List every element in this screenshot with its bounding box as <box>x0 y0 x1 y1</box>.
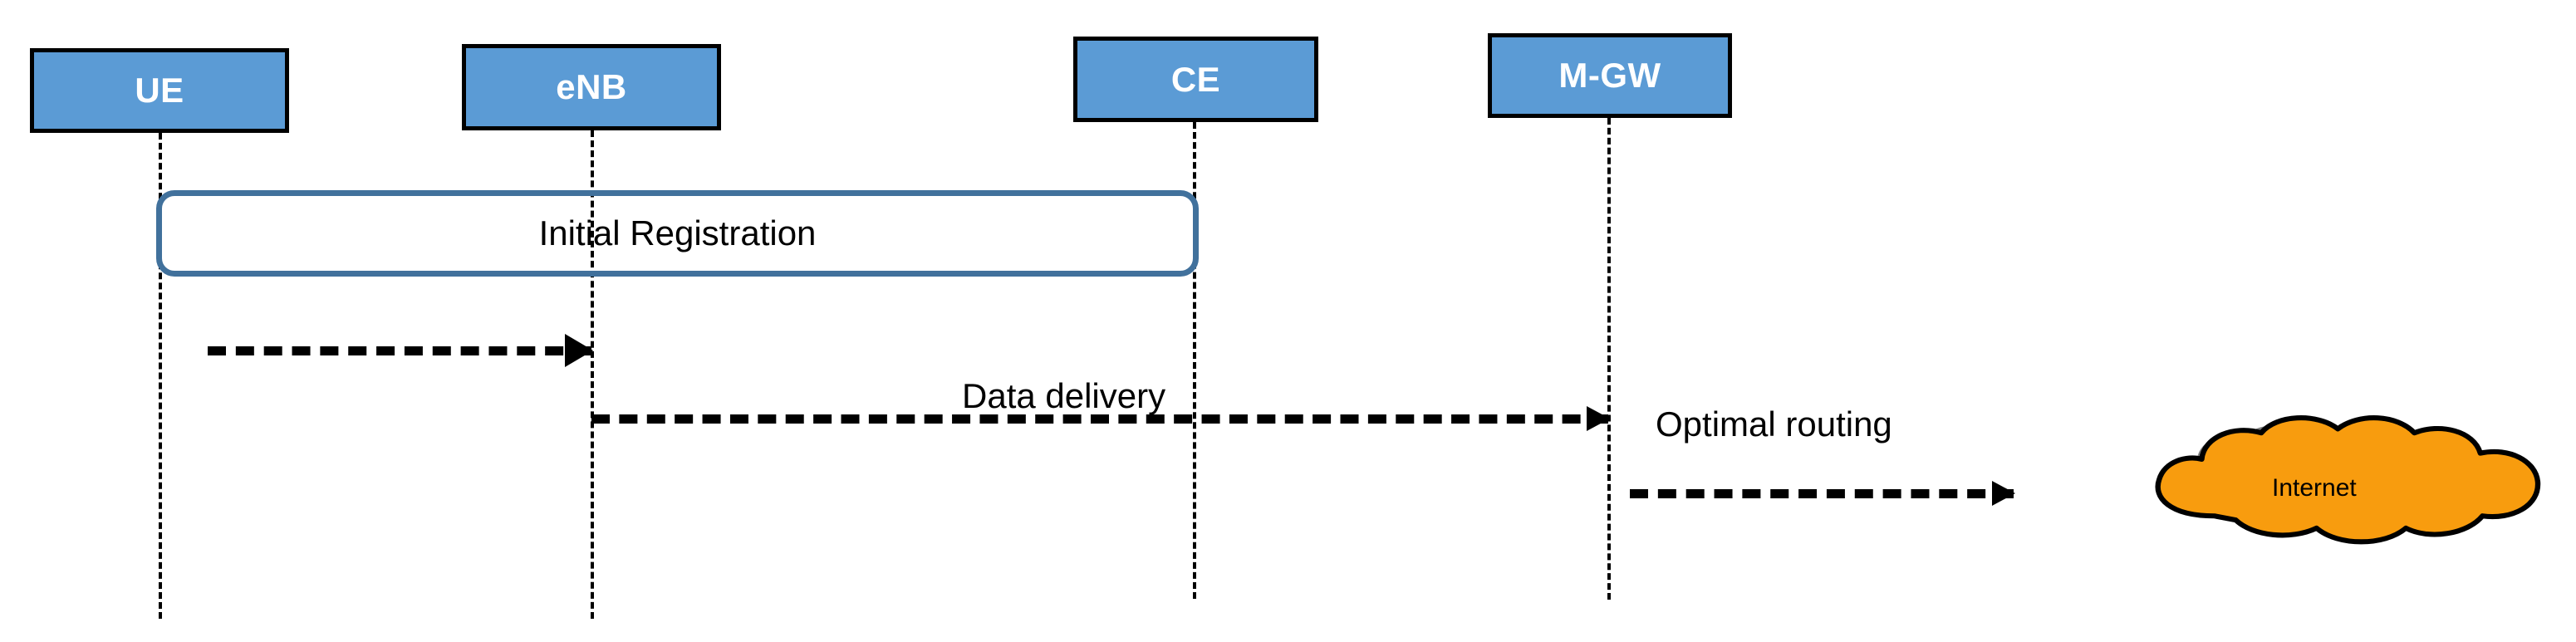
message-label-optimal-routing: Optimal routing <box>1656 404 1892 444</box>
frame-initial-registration[interactable]: Initial Registration <box>156 190 1199 277</box>
arrowhead-icon <box>1587 406 1610 431</box>
frame-label-initial-registration: Initial Registration <box>538 213 817 252</box>
participant-box-enb[interactable]: eNB <box>462 44 721 130</box>
lifeline-ce <box>1193 122 1196 599</box>
message-line-ue-to-enb <box>208 346 591 355</box>
arrowhead-icon <box>1992 481 2015 506</box>
message-line-enb-to-mgw <box>591 414 1608 424</box>
participant-label-enb: eNB <box>556 67 627 106</box>
participant-box-ue[interactable]: UE <box>30 48 289 133</box>
internet-cloud[interactable]: Internet <box>2139 411 2571 569</box>
cloud-shape-icon <box>2155 415 2541 545</box>
participant-label-ue: UE <box>135 71 184 110</box>
participant-box-mgw[interactable]: M-GW <box>1488 33 1732 118</box>
lifeline-enb <box>591 130 594 619</box>
arrowhead-icon <box>565 334 593 367</box>
message-line-mgw-to-internet <box>1630 489 2014 498</box>
message-label-data-delivery: Data delivery <box>962 376 1166 415</box>
lifeline-ue <box>159 133 162 619</box>
participant-label-ce: CE <box>1170 59 1221 99</box>
cloud-label-internet: Internet <box>2272 474 2357 502</box>
lifeline-mgw <box>1607 118 1611 600</box>
participant-box-ce[interactable]: CE <box>1073 37 1318 122</box>
participant-label-mgw: M-GW <box>1558 56 1661 95</box>
